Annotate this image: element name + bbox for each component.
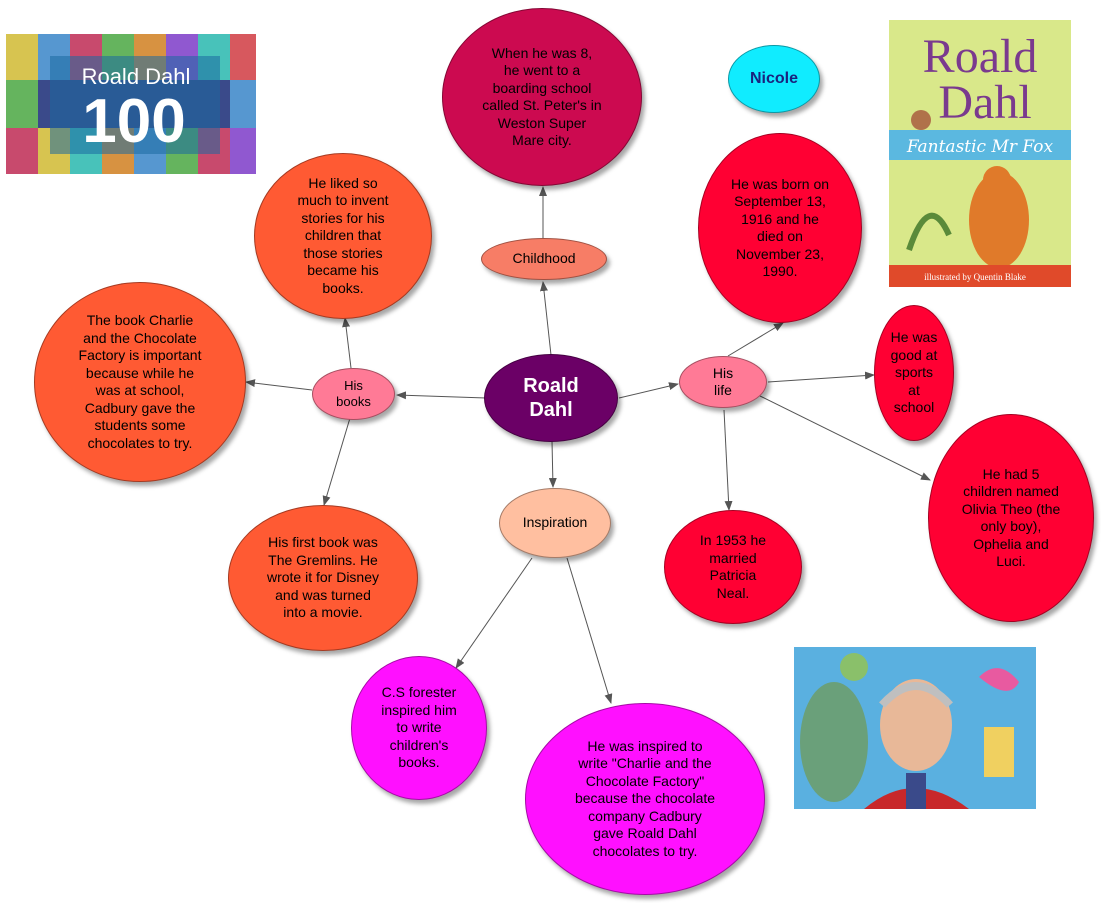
invent-stories-node[interactable]: He liked so much to invent stories for h… bbox=[254, 153, 432, 319]
edge-life-born bbox=[727, 322, 784, 357]
edge-inspiration-forester bbox=[455, 557, 533, 669]
sports-text: He was good at sports at school bbox=[890, 329, 938, 416]
edge-center-inspiration bbox=[548, 440, 557, 488]
cover-credit: illustrated by Quentin Blake bbox=[924, 272, 1026, 282]
sports-node[interactable]: He was good at sports at school bbox=[874, 305, 954, 441]
born-node[interactable]: He was born on September 13, 1916 and he… bbox=[698, 133, 862, 323]
married-node[interactable]: In 1953 he married Patricia Neal. bbox=[664, 510, 802, 624]
inspired-charlie-node[interactable]: He was inspired to write "Charlie and th… bbox=[525, 703, 765, 895]
edge-books-invent bbox=[342, 317, 352, 369]
edge-books-charlie bbox=[245, 379, 313, 391]
edge-center-life bbox=[618, 382, 679, 399]
edge-inspiration-charlie bbox=[566, 557, 613, 704]
dahl100-line1: Roald Dahl bbox=[82, 64, 191, 89]
his-books-node[interactable]: His books bbox=[312, 368, 395, 420]
his-life-label: His life bbox=[712, 364, 734, 399]
roald-dahl-photo-image bbox=[794, 647, 1036, 809]
cover-title-line1: Roald bbox=[923, 30, 1038, 83]
inspiration-node[interactable]: Inspiration bbox=[499, 488, 611, 558]
roald-dahl-100-image: Roald Dahl 100 bbox=[6, 34, 256, 174]
children-text: He had 5 children named Olivia Theo (the… bbox=[961, 465, 1061, 570]
charlie-book-text: The book Charlie and the Chocolate Facto… bbox=[78, 312, 202, 451]
author-name-node[interactable]: Nicole bbox=[728, 45, 820, 113]
edge-life-sports bbox=[767, 371, 875, 383]
boarding-school-text: When he was 8, he went to a boarding sch… bbox=[482, 44, 602, 149]
fantastic-mr-fox-cover-image: Roald Dahl Fantastic Mr Fox illustrated … bbox=[889, 20, 1071, 287]
cover-title-line2: Dahl bbox=[938, 76, 1031, 129]
his-life-node[interactable]: His life bbox=[679, 356, 767, 408]
cover-subtitle: Fantastic Mr Fox bbox=[906, 137, 1054, 157]
center-node-roald-dahl[interactable]: Roald Dahl bbox=[484, 354, 618, 442]
married-text: In 1953 he married Patricia Neal. bbox=[699, 532, 767, 601]
born-text: He was born on September 13, 1916 and he… bbox=[730, 175, 830, 280]
his-books-label: His books bbox=[336, 377, 371, 409]
invent-stories-text: He liked so much to invent stories for h… bbox=[297, 174, 389, 296]
edge-center-childhood bbox=[540, 281, 552, 356]
edge-life-children bbox=[759, 395, 931, 481]
childhood-node[interactable]: Childhood bbox=[481, 238, 607, 280]
childhood-label: Childhood bbox=[512, 250, 576, 267]
cs-forester-node[interactable]: C.S forester inspired him to write child… bbox=[351, 656, 487, 800]
edge-life-married bbox=[723, 409, 733, 511]
first-book-node[interactable]: His first book was The Gremlins. He wrot… bbox=[228, 505, 418, 651]
children-node[interactable]: He had 5 children named Olivia Theo (the… bbox=[928, 414, 1094, 622]
inspired-charlie-text: He was inspired to write "Charlie and th… bbox=[574, 737, 716, 859]
charlie-book-node[interactable]: The book Charlie and the Chocolate Facto… bbox=[34, 282, 246, 482]
edge-books-firstbook bbox=[322, 417, 351, 506]
dahl100-line2: 100 bbox=[82, 87, 185, 156]
first-book-text: His first book was The Gremlins. He wrot… bbox=[266, 534, 380, 621]
author-name-text: Nicole bbox=[749, 70, 798, 87]
cs-forester-text: C.S forester inspired him to write child… bbox=[381, 684, 457, 771]
center-node-label: Roald Dahl bbox=[523, 375, 579, 421]
inspiration-label: Inspiration bbox=[522, 514, 588, 531]
edge-center-books bbox=[396, 391, 487, 400]
boarding-school-node[interactable]: When he was 8, he went to a boarding sch… bbox=[442, 8, 642, 186]
